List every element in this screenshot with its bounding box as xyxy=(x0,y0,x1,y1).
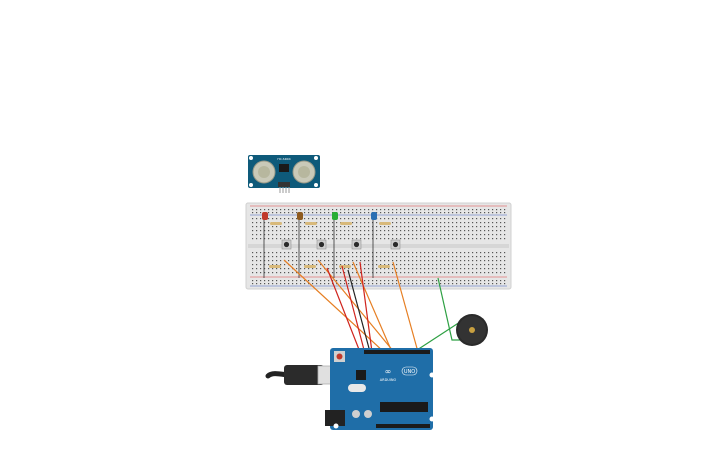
resistor[interactable] xyxy=(269,265,281,268)
piezo-buzzer[interactable] xyxy=(456,314,488,346)
resistor[interactable] xyxy=(339,265,351,268)
wire-orange-4 xyxy=(392,261,419,353)
arduino-digital-header xyxy=(364,350,430,354)
led-blue[interactable] xyxy=(371,212,377,278)
resistor[interactable] xyxy=(304,265,316,268)
arduino-infinity-logo: ∞ xyxy=(385,367,392,376)
resistor[interactable] xyxy=(340,222,352,225)
arduino-power-header xyxy=(376,424,430,428)
pushbutton[interactable] xyxy=(351,239,362,250)
ultrasonic-sensor[interactable]: HC-SR04 xyxy=(248,155,320,193)
wire-red-3 xyxy=(359,261,373,353)
resistor[interactable] xyxy=(305,222,317,225)
wire-orange-1 xyxy=(283,259,385,353)
buzzer-center xyxy=(469,327,475,333)
pushbutton[interactable] xyxy=(390,239,401,250)
breadboard-holes xyxy=(252,209,506,285)
arduino-model-label: UNO xyxy=(404,369,415,375)
wire-orange-2 xyxy=(317,259,395,353)
sensor-label: HC-SR04 xyxy=(277,157,290,161)
breadboard-components xyxy=(262,212,401,278)
atmega-chip xyxy=(380,402,428,412)
wire-red-1 xyxy=(326,267,361,353)
wire-green-1 xyxy=(437,277,461,341)
pushbutton[interactable] xyxy=(281,239,292,250)
pushbutton[interactable] xyxy=(316,239,327,250)
arduino-uno[interactable]: ∞ ARDUINO UNO xyxy=(325,348,435,430)
wire-orange-3 xyxy=(352,261,393,353)
wire-black-1 xyxy=(347,269,371,353)
wire-green-2 xyxy=(413,321,461,353)
resistor[interactable] xyxy=(378,265,390,268)
led-red[interactable] xyxy=(262,212,268,278)
resistor[interactable] xyxy=(270,222,282,225)
wires xyxy=(283,259,461,427)
led-green[interactable] xyxy=(332,212,338,278)
resistor[interactable] xyxy=(379,222,391,225)
arduino-brand-label: ARDUINO xyxy=(380,378,397,382)
led-amber[interactable] xyxy=(297,212,303,278)
